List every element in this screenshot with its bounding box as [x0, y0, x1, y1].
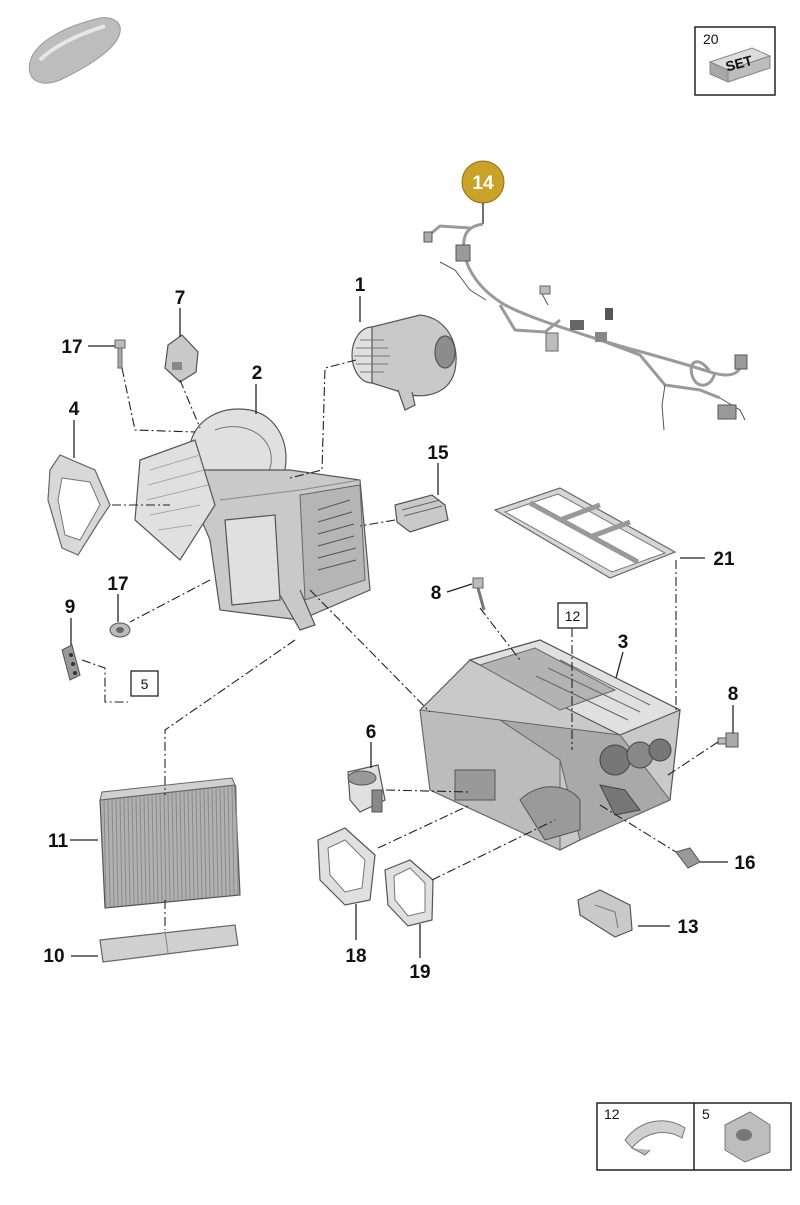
callout-17[interactable]: 17 [61, 337, 82, 358]
callout-6[interactable]: 6 [366, 722, 377, 743]
resistor-illustration [394, 494, 449, 533]
expansion-valve-illustration [347, 764, 386, 813]
cabin-filter-illustration [99, 777, 241, 909]
pin-illustration [114, 339, 126, 369]
callout-3[interactable]: 3 [618, 632, 629, 653]
nut-clip-icon [724, 1111, 771, 1163]
blower-motor-illustration [351, 314, 457, 411]
filter-frame-illustration [493, 487, 677, 579]
callout-11[interactable]: 11 [48, 831, 69, 852]
set-box-number: 20 [703, 31, 719, 47]
air-duct-illustration [317, 827, 376, 906]
legend-box: 12 5 [596, 1102, 792, 1171]
callout-8[interactable]: 8 [728, 684, 739, 705]
callout-10[interactable]: 10 [43, 946, 64, 967]
callout-21[interactable]: 21 [713, 549, 735, 570]
legend-item-5[interactable]: 5 [702, 1106, 771, 1163]
legend-item-12[interactable]: 12 [604, 1106, 686, 1156]
callouts: 1 2 3 4 6 7 8 8 9 10 11 13 15 16 17 17 1… [43, 275, 755, 983]
callout-17[interactable]: 17 [107, 574, 128, 595]
clip-illustration [61, 644, 81, 681]
car-thumbnail-icon [28, 17, 121, 84]
actuator-illustration [164, 334, 199, 383]
callout-13[interactable]: 13 [677, 917, 698, 938]
grommet-illustration [109, 622, 131, 638]
callout-16[interactable]: 16 [734, 853, 755, 874]
legend-number: 5 [702, 1106, 710, 1122]
connection-lines [81, 359, 719, 930]
callout-15[interactable]: 15 [427, 443, 449, 464]
sensor-plug-illustration [675, 847, 701, 869]
clip-bracket-icon [624, 1120, 686, 1156]
seal-frame-illustration [47, 454, 111, 556]
filter-cover-illustration [99, 924, 239, 963]
set-label: SET [724, 52, 755, 75]
callout-7[interactable]: 7 [175, 288, 186, 309]
bracket-illustration [577, 889, 633, 938]
set-block-icon: SET [708, 47, 772, 83]
callout-1[interactable]: 1 [355, 275, 366, 296]
callout-14-highlight[interactable]: 14 [461, 160, 505, 204]
callout-4[interactable]: 4 [69, 399, 80, 420]
ac-housing-illustration [419, 639, 682, 851]
legend-number: 12 [604, 1106, 620, 1122]
callout-14-number: 14 [472, 173, 494, 194]
boxed-callout-12[interactable]: 12 [557, 602, 588, 629]
wiring-harness-illustration [423, 222, 748, 431]
boxed-callout-5-number: 5 [141, 676, 149, 692]
blower-housing-illustration [134, 408, 371, 631]
boxed-callout-5[interactable]: 5 [130, 670, 159, 697]
callout-18[interactable]: 18 [345, 946, 366, 967]
callout-19[interactable]: 19 [409, 962, 430, 983]
air-duct-illustration [384, 859, 434, 927]
callout-8[interactable]: 8 [431, 583, 442, 604]
set-box[interactable]: 20 SET [694, 26, 776, 96]
callout-9[interactable]: 9 [65, 597, 76, 618]
sensor-illustration [472, 577, 486, 611]
sensor-illustration [717, 732, 739, 748]
leader-lines [70, 296, 734, 958]
boxed-callout-12-number: 12 [565, 608, 581, 624]
callout-2[interactable]: 2 [252, 363, 263, 384]
